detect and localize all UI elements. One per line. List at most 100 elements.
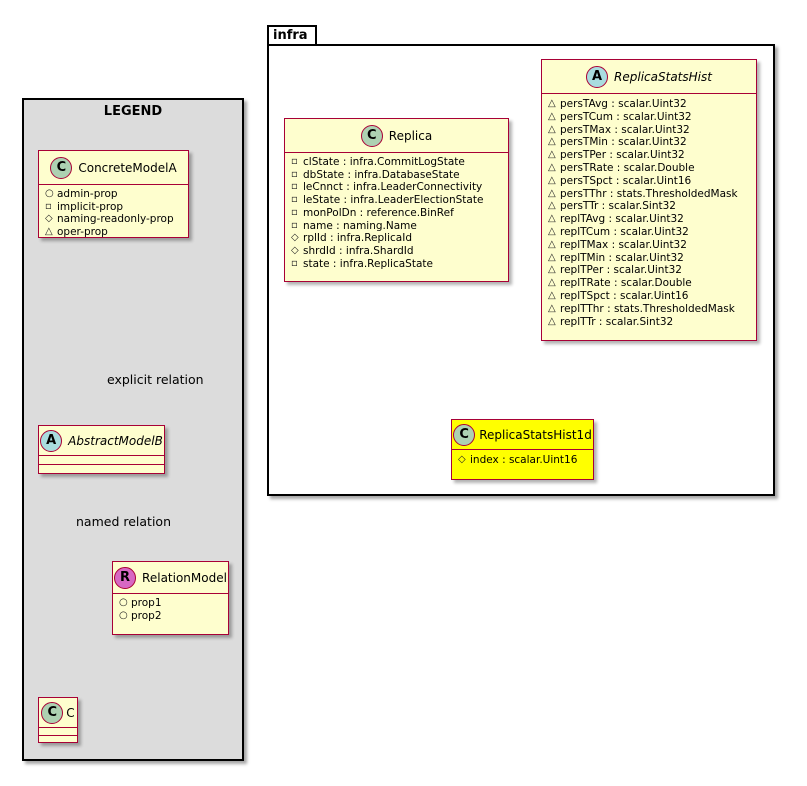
class-relation-model[interactable]: R RelationModel ○prop1 ○prop2	[112, 561, 229, 635]
public-visibility-icon: ○	[119, 609, 128, 621]
private-visibility-icon: ▫	[291, 194, 298, 206]
public-visibility-icon: ○	[119, 597, 128, 608]
attribute-text: index : scalar.Uint16	[470, 454, 578, 466]
class-badge-icon: C	[453, 423, 476, 446]
class-name: AbstractModelB	[68, 433, 163, 448]
attribute-text: persTPer : scalar.Uint32	[560, 149, 685, 162]
attribute-text: replTAvg : scalar.Uint32	[560, 213, 684, 226]
class-replica[interactable]: C Replica ▫clState : infra.CommitLogStat…	[284, 118, 509, 282]
attribute-row: ▫clState : infra.CommitLogState	[291, 156, 502, 169]
class-c[interactable]: C C	[38, 697, 78, 743]
attribute-list: ○admin-prop ▫implicit-prop ◇naming-reado…	[39, 185, 188, 239]
attribute-text: leCnnct : infra.LeaderConnectivity	[303, 181, 483, 194]
attribute-text: persTMin : scalar.Uint32	[560, 136, 687, 149]
attribute-row: △persTAvg : scalar.Uint32	[548, 98, 750, 111]
class-name: ReplicaStatsHist1d	[479, 427, 592, 442]
class-divider	[39, 735, 77, 736]
attribute-text: oper-prop	[57, 226, 108, 239]
attribute-row: △ replTThr : stats.ThresholdedMask	[548, 303, 750, 316]
class-abstract-model-b[interactable]: A AbstractModelB	[38, 425, 165, 474]
package-visibility-icon: △	[548, 225, 556, 237]
attribute-row: △persTCum : scalar.Uint32	[548, 111, 750, 124]
attribute-row: △ replTCum : scalar.Uint32	[548, 226, 750, 239]
package-visibility-icon: △	[548, 289, 556, 301]
attribute-row: ▫ leState : infra.LeaderElectionState	[291, 194, 502, 207]
abstract-badge-icon: A	[586, 65, 609, 88]
private-visibility-icon: ▫	[291, 181, 298, 193]
attribute-text: rplId : infra.ReplicaId	[303, 232, 412, 245]
class-badge-icon: C	[360, 124, 383, 147]
attribute-text: persTCum : scalar.Uint32	[560, 110, 692, 123]
package-visibility-icon: △	[548, 174, 556, 186]
class-header: A AbstractModelB	[39, 426, 164, 456]
attribute-row: ▫ name : naming.Name	[291, 220, 502, 233]
attribute-row: ◇shrdId : infra.ShardId	[291, 245, 502, 258]
attribute-text: prop2	[131, 609, 162, 622]
attribute-text: replTMin : scalar.Uint32	[560, 251, 684, 264]
attribute-list: ○prop1 ○prop2	[113, 594, 228, 622]
private-visibility-icon: ▫	[291, 257, 298, 269]
attribute-text: dbState : infra.DatabaseState	[303, 168, 460, 181]
attribute-row: △persTMax : scalar.Uint32	[548, 124, 750, 137]
class-concrete-model-a[interactable]: C ConcreteModelA ○admin-prop ▫implicit-p…	[38, 150, 189, 238]
attribute-list: △persTAvg : scalar.Uint32 △persTCum : sc…	[542, 94, 756, 328]
attribute-text: replTPer : scalar.Uint32	[560, 264, 682, 277]
attribute-row: △ replTTr : scalar.Sint32	[548, 316, 750, 329]
package-visibility-icon: △	[548, 302, 556, 314]
class-badge-icon: C	[50, 156, 73, 179]
private-visibility-icon: ▫	[291, 156, 298, 167]
class-name: Replica	[388, 128, 433, 143]
attribute-text: replTThr : stats.ThresholdedMask	[560, 302, 735, 315]
attribute-text: replTTr : scalar.Sint32	[560, 315, 674, 328]
attribute-text: name : naming.Name	[303, 219, 417, 232]
attribute-list: ▫clState : infra.CommitLogState ▫ dbState…	[285, 153, 508, 270]
class-name: ReplicaStatsHist	[614, 69, 712, 84]
explicit-relation-label: explicit relation	[107, 372, 204, 387]
package-visibility-icon: △	[548, 136, 556, 148]
package-tab: infra	[267, 25, 317, 45]
class-header: R RelationModel	[113, 562, 228, 594]
class-name: RelationModel	[142, 570, 227, 585]
relation-badge-icon: R	[114, 566, 137, 589]
attribute-row: ○prop2	[119, 610, 222, 623]
attribute-row: △ persTMin : scalar.Uint32	[548, 136, 750, 149]
package-visibility-icon: △	[548, 315, 556, 327]
attribute-text: persTRate : scalar.Double	[560, 161, 695, 174]
class-header: C C	[39, 698, 77, 728]
package-name: infra	[273, 28, 308, 43]
class-header: C ReplicaStatsHist1d	[452, 420, 593, 450]
attribute-row: ▫monPolDn : reference.BinRef	[291, 207, 502, 220]
class-name: C	[66, 705, 75, 720]
attribute-row: △ replTAvg : scalar.Uint32	[548, 213, 750, 226]
package-visibility-icon: △	[548, 123, 556, 135]
class-replica-stats-hist-1d[interactable]: C ReplicaStatsHist1d ◇ index : scalar.Uin…	[451, 419, 594, 480]
protected-visibility-icon: ◇	[458, 454, 466, 465]
public-visibility-icon: ○	[45, 188, 54, 199]
class-header: A ReplicaStatsHist	[542, 60, 756, 94]
class-divider	[39, 464, 164, 465]
attribute-row: △ oper-prop	[45, 226, 182, 239]
package-visibility-icon: △	[548, 277, 556, 289]
attribute-text: prop1	[131, 597, 162, 609]
attribute-row: △ replTRate : scalar.Double	[548, 277, 750, 290]
attribute-text: replTRate : scalar.Double	[560, 277, 692, 290]
attribute-text: replTMax : scalar.Uint32	[560, 238, 687, 251]
private-visibility-icon: ▫	[291, 219, 298, 231]
attribute-row: △replTMin : scalar.Uint32	[548, 252, 750, 265]
attribute-list: ◇ index : scalar.Uint16	[452, 450, 593, 467]
package-visibility-icon: △	[548, 187, 556, 199]
attribute-text: leState : infra.LeaderElectionState	[303, 194, 484, 207]
attribute-row: ○admin-prop	[45, 188, 182, 201]
package-visibility-icon: △	[548, 238, 556, 250]
protected-visibility-icon: ◇	[45, 213, 53, 225]
attribute-row: △persTThr : stats.ThresholdedMask	[548, 188, 750, 201]
attribute-row: △ replTMax : scalar.Uint32	[548, 239, 750, 252]
private-visibility-icon: ▫	[291, 168, 298, 180]
package-visibility-icon: △	[45, 226, 53, 238]
class-replica-stats-hist[interactable]: A ReplicaStatsHist △persTAvg : scalar.Ui…	[541, 59, 757, 341]
attribute-text: replTCum : scalar.Uint32	[560, 225, 689, 238]
package-visibility-icon: △	[548, 213, 556, 225]
attribute-text: persTSpct : scalar.Uint16	[560, 174, 692, 187]
package-visibility-icon: △	[548, 98, 556, 109]
class-header: C Replica	[285, 119, 508, 153]
